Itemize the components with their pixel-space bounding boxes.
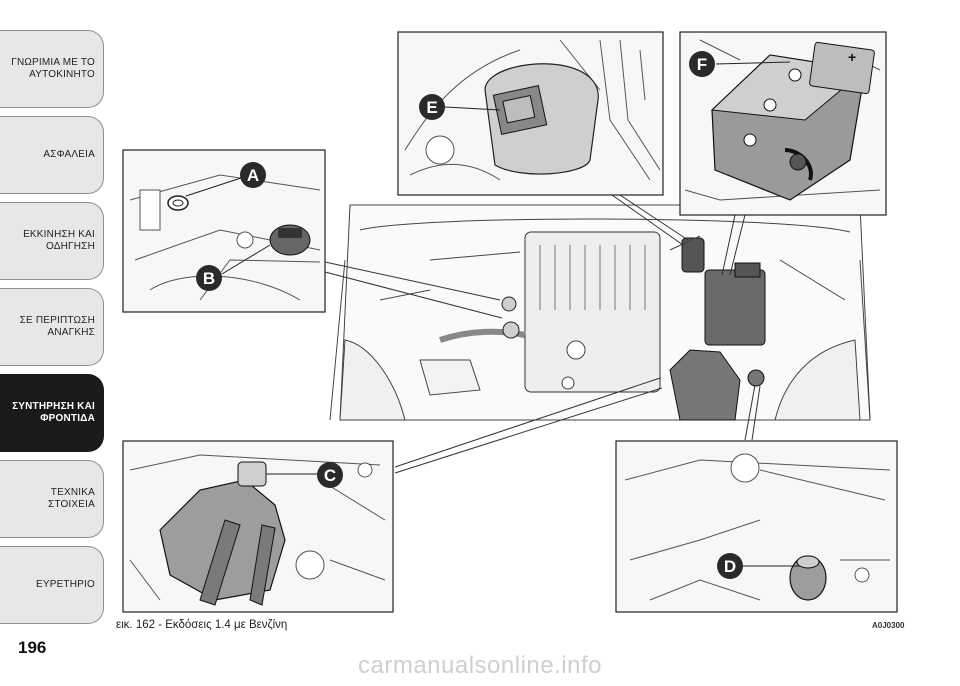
callout-e: E <box>426 98 437 117</box>
inset-battery: + F <box>679 31 887 216</box>
callout-c: C <box>324 466 336 485</box>
tab-label: ΣΥΝΤΗΡΗΣΗ ΚΑΙ ΦΡΟΝΤΙΔΑ <box>12 401 95 424</box>
tab-technical-data[interactable]: ΤΕΧΝΙΚΑ ΣΤΟΙΧΕΙΑ <box>0 460 104 538</box>
figure-caption: εικ. 162 - Εκδόσεις 1.4 με Βενζίνη <box>116 619 288 631</box>
callout-f: F <box>697 55 707 74</box>
callout-a: A <box>247 166 259 185</box>
engine-bay-main <box>329 204 871 421</box>
tab-safety[interactable]: ΑΣΦΑΛΕΙΑ <box>0 116 104 194</box>
tab-emergency[interactable]: ΣΕ ΠΕΡΙΠΤΩΣΗ ΑΝΑΓΚΗΣ <box>0 288 104 366</box>
tab-label: ΤΕΧΝΙΚΑ ΣΤΟΙΧΕΙΑ <box>47 487 95 510</box>
callout-d: D <box>724 557 736 576</box>
inset-washer: D <box>615 440 898 613</box>
tab-label: ΣΕ ΠΕΡΙΠΤΩΣΗ ΑΝΑΓΚΗΣ <box>19 315 95 338</box>
watermark: carmanualsonline.info <box>358 652 602 679</box>
tab-label: ΕΥΡΕΤΗΡΙΟ <box>35 579 95 590</box>
callout-b: B <box>203 269 215 288</box>
page-number: 196 <box>18 638 47 657</box>
battery-plus-sign: + <box>848 49 856 65</box>
tab-index[interactable]: ΕΥΡΕΤΗΡΙΟ <box>0 546 104 624</box>
inset-brake-fluid: E <box>397 31 664 196</box>
leader-lines <box>324 194 761 474</box>
inset-oil-cap: A B <box>122 149 326 313</box>
chapter-tabs: ΓΝΩΡΙΜΙΑ ΜΕ ΤΟ ΑΥΤΟΚΙΝΗΤΟ ΑΣΦΑΛΕΙΑ ΕΚΚΙΝ… <box>0 30 104 632</box>
tab-label: ΓΝΩΡΙΜΙΑ ΜΕ ΤΟ ΑΥΤΟΚΙΝΗΤΟ <box>11 57 95 80</box>
tab-label: ΑΣΦΑΛΕΙΑ <box>43 149 95 160</box>
tab-starting-driving[interactable]: ΕΚΚΙΝΗΣΗ ΚΑΙ ΟΔΗΓΗΣΗ <box>0 202 104 280</box>
tab-getting-to-know[interactable]: ΓΝΩΡΙΜΙΑ ΜΕ ΤΟ ΑΥΤΟΚΙΝΗΤΟ <box>0 30 104 108</box>
tab-label: ΕΚΚΙΝΗΣΗ ΚΑΙ ΟΔΗΓΗΣΗ <box>23 229 95 252</box>
figure-code: A0J0300 <box>872 621 905 630</box>
inset-coolant: C <box>122 440 394 613</box>
tab-maintenance[interactable]: ΣΥΝΤΗΡΗΣΗ ΚΑΙ ΦΡΟΝΤΙΔΑ <box>0 374 104 452</box>
